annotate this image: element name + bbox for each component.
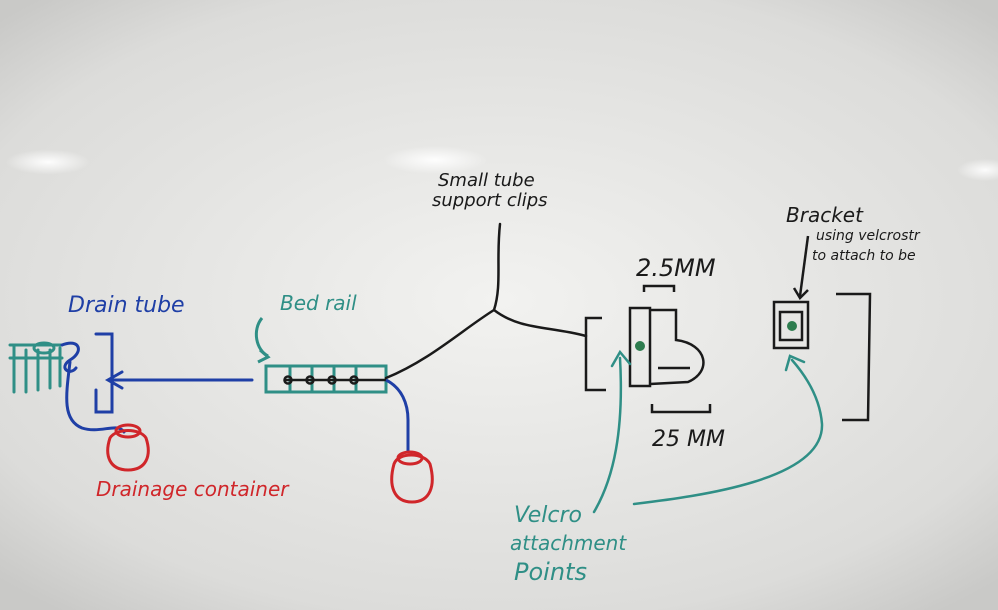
drainage-container-left [106, 423, 150, 472]
velcro-label-line1: Velcro [514, 503, 582, 528]
tube-support-clips [283, 375, 386, 385]
arrow-to-drain-tube [104, 370, 254, 390]
velcro-label-line3: Points [514, 558, 587, 586]
small-tube-label-line2: support clips [432, 190, 548, 211]
velcro-dot-bracket [787, 321, 797, 331]
bed-icon [8, 341, 64, 394]
bed-rail-label: Bed rail [280, 291, 357, 315]
drainage-container-label: Drainage container [96, 477, 290, 501]
drain-tube-label: Drain tube [68, 293, 185, 318]
bracket-label: Bracket [786, 203, 864, 227]
velcro-dot-clip [635, 341, 645, 351]
clip-callout-lines [384, 222, 588, 380]
drain-tube-line [60, 332, 126, 434]
small-tube-label-line1: Small tube [438, 170, 535, 191]
bracket-label-line3: to attach to be [812, 248, 916, 264]
velcro-callout-arrows [592, 349, 824, 514]
drainage-container-right [390, 450, 434, 504]
bracket-label-line2: using velcrostr [816, 228, 921, 244]
dimension-bottom-label: 25 MM [652, 427, 725, 452]
tube-to-container [385, 378, 410, 452]
bracket-drawing [772, 235, 872, 422]
velcro-label-line2: attachment [510, 531, 627, 555]
dimension-top-label: 2.5MM [636, 254, 716, 282]
clip-cross-section [584, 284, 712, 414]
